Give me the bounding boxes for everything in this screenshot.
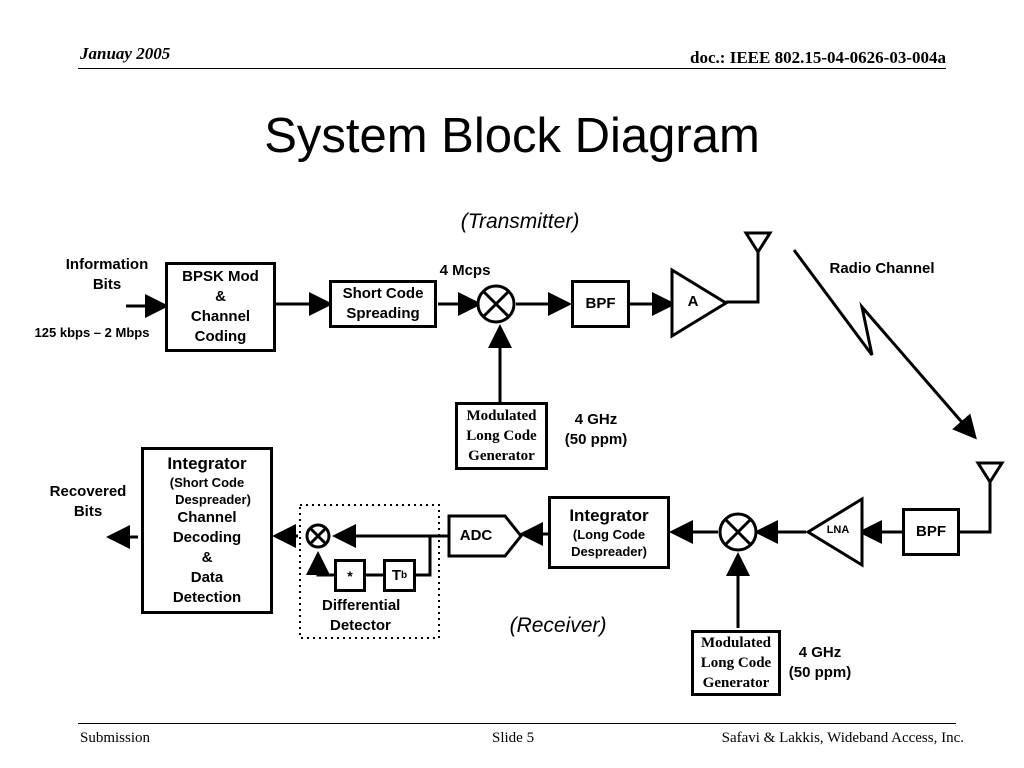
wire-amp-to-antenna <box>726 250 760 304</box>
radio-channel-label: Radio Channel <box>829 260 935 277</box>
lna-icon <box>805 496 864 568</box>
tx-frequency-label: 4 GHz (50 ppm) <box>564 411 628 448</box>
wire-adc-to-delay <box>416 536 432 577</box>
chip-rate-label: 4 Mcps <box>439 262 491 279</box>
footer-divider <box>78 723 956 724</box>
footer-slide-number: Slide 5 <box>492 730 535 746</box>
recovered-bits-label: Recovered Bits <box>49 483 127 520</box>
header-divider <box>78 68 946 69</box>
header-date: Januay 2005 <box>80 44 171 63</box>
differential-detector-label: Differential Detector <box>322 597 401 634</box>
bpsk-mod-block: BPSK Mod & Channel Coding <box>165 262 276 352</box>
rx-antenna-icon <box>975 461 1005 485</box>
rx-bpf-block: BPF <box>902 508 960 556</box>
adc-label: ADC <box>459 527 493 544</box>
rx-frequency-label: 4 GHz (50 ppm) <box>788 644 852 681</box>
lna-label: LNA <box>826 524 850 536</box>
final-integrator-decoding-block: Integrator (Short Code Despreader) Chann… <box>141 447 273 614</box>
conjugate-block: * <box>334 559 366 592</box>
receiver-section-label: (Receiver) <box>509 614 607 637</box>
header-doc-id: doc.: IEEE 802.15-04-0626-03-004a <box>690 48 946 67</box>
short-code-spreading-block: Short Code Spreading <box>329 280 437 328</box>
wire-conj-to-mixer <box>306 551 334 577</box>
adc-icon <box>447 514 523 558</box>
tx-antenna-icon <box>743 231 773 255</box>
footer-authors: Safavi & Lakkis, Wideband Access, Inc. <box>721 730 964 746</box>
tx-amplifier-icon <box>670 267 729 339</box>
wire-antenna-to-bpf <box>960 482 992 534</box>
information-bits-label: Information Bits <box>65 256 149 293</box>
footer-submission: Submission <box>80 730 151 746</box>
rx-long-code-generator-block: Modulated Long Code Generator <box>691 630 781 696</box>
tx-long-code-generator-block: Modulated Long Code Generator <box>455 402 548 470</box>
rx-integrator-block: Integrator (Long Code Despreader) <box>548 496 670 569</box>
radio-channel-icon <box>792 249 977 440</box>
differential-detector-boundary <box>299 504 440 639</box>
tx-bpf-block: BPF <box>571 280 630 328</box>
bit-rate-label: 125 kbps – 2 Mbps <box>34 325 150 340</box>
transmitter-section-label: (Transmitter) <box>460 210 580 233</box>
slide-title: System Block Diagram <box>264 109 760 163</box>
amplifier-label: A <box>687 293 699 310</box>
